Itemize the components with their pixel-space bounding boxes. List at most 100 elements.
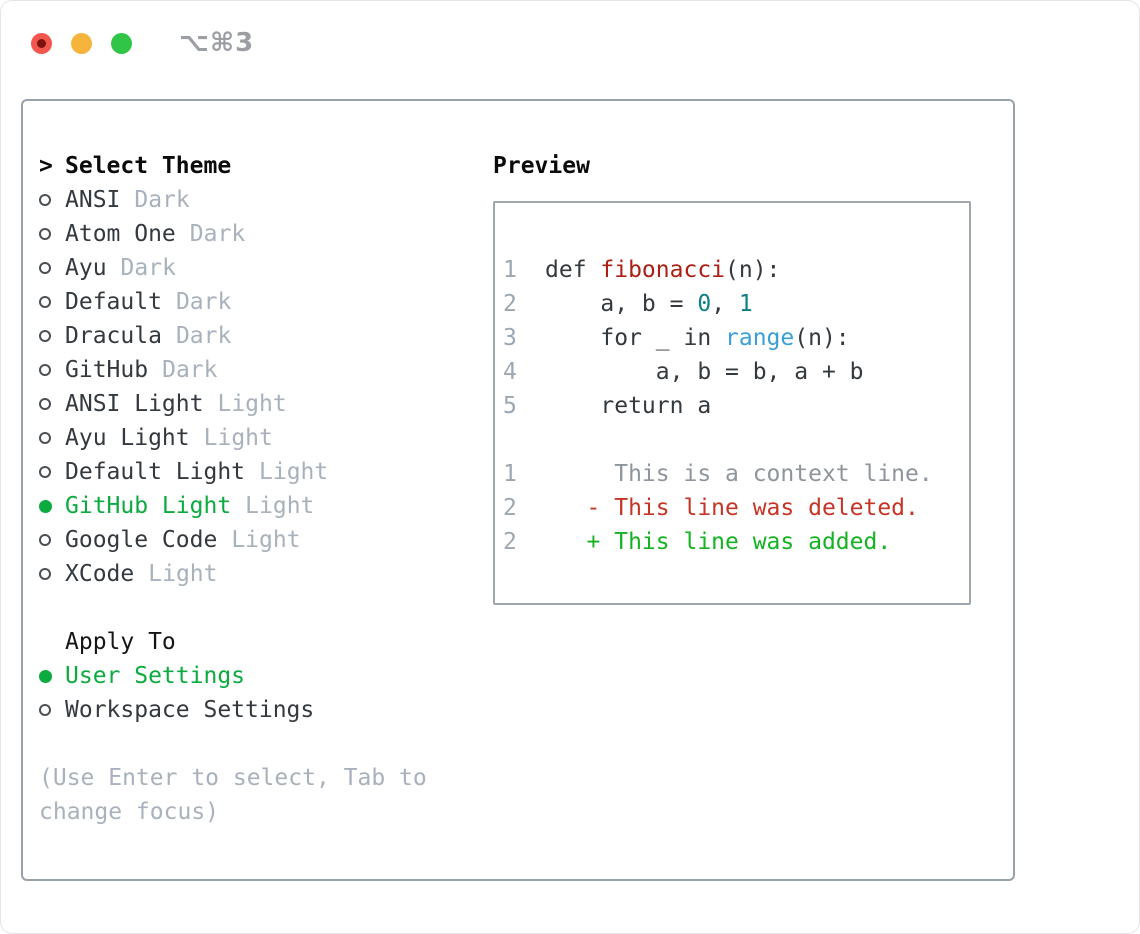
theme-option-dracula[interactable]: Dracula Dark: [39, 319, 493, 353]
radio-icon: [39, 364, 65, 376]
radio-selected-icon: [39, 669, 65, 683]
theme-variant-tag: Dark: [175, 323, 232, 349]
radio-icon: [39, 704, 65, 716]
line-number: 1: [503, 257, 517, 283]
apply-to-title: Apply To: [65, 629, 176, 655]
code-token: a, b =: [545, 291, 698, 317]
code-token: This is a context line.: [545, 461, 933, 487]
radio-icon: [39, 398, 65, 410]
radio-icon: [39, 466, 65, 478]
theme-name: Google Code: [65, 527, 218, 553]
theme-option-ayu-light[interactable]: Ayu Light Light: [39, 421, 493, 455]
line-number: 3: [503, 325, 517, 351]
theme-variant-tag: Dark: [134, 187, 190, 213]
theme-variant-tag: Dark: [162, 357, 218, 383]
code-token: def: [545, 257, 601, 283]
radio-icon: [39, 330, 65, 342]
radio-icon: [39, 262, 65, 274]
select-theme-header: > Select Theme: [39, 149, 493, 183]
minimize-button[interactable]: [71, 32, 92, 54]
code-line: [503, 423, 969, 457]
theme-name: XCode: [65, 561, 135, 587]
theme-variant-tag: Dark: [120, 255, 176, 281]
theme-name: Default Light: [65, 459, 246, 485]
theme-option-xcode[interactable]: XCode Light: [39, 557, 493, 591]
theme-name: ANSI: [65, 187, 121, 213]
code-line: 2 - This line was deleted.: [503, 491, 969, 525]
close-dot-icon: [37, 38, 46, 48]
theme-option-default[interactable]: Default Dark: [39, 285, 493, 319]
line-number: 2: [503, 495, 517, 521]
code-token: return a: [545, 393, 712, 419]
spacer-row: [39, 727, 493, 761]
code-line: 2 a, b = 0, 1: [503, 287, 969, 321]
apply-option-workspace-settings[interactable]: Workspace Settings: [39, 693, 493, 727]
theme-option-google-code[interactable]: Google Code Light: [39, 523, 493, 557]
code-token: + This line was added.: [545, 529, 892, 555]
radio-icon: [39, 568, 65, 580]
line-number: 4: [503, 359, 517, 385]
code-token: (n):: [725, 257, 781, 283]
zoom-button[interactable]: [111, 32, 132, 54]
code-token: (n):: [794, 325, 850, 351]
code-token: fibonacci: [600, 257, 726, 283]
theme-variant-tag: Light: [203, 425, 273, 451]
code-token: range: [725, 325, 795, 351]
radio-icon: [39, 296, 65, 308]
spacer-row: [39, 591, 493, 625]
help-text-line-2: change focus): [39, 799, 220, 825]
theme-name: Ayu: [65, 255, 107, 281]
radio-icon: [39, 432, 65, 444]
line-number: 2: [503, 529, 517, 555]
radio-icon: [39, 534, 65, 546]
line-number: 5: [503, 393, 517, 419]
theme-name: ANSI Light: [65, 391, 204, 417]
theme-variant-tag: Light: [245, 493, 315, 519]
theme-option-ansi[interactable]: ANSI Dark: [39, 183, 493, 217]
code-line: 5 return a: [503, 389, 969, 423]
theme-variant-tag: Dark: [175, 289, 232, 315]
line-number: 2: [503, 291, 517, 317]
theme-option-github[interactable]: GitHub Dark: [39, 353, 493, 387]
theme-variant-tag: Light: [148, 561, 218, 587]
apply-to-header: Apply To: [39, 625, 493, 659]
theme-name: Dracula: [65, 323, 162, 349]
close-button[interactable]: [31, 32, 52, 54]
theme-option-github-light[interactable]: GitHub Light Light: [39, 489, 493, 523]
theme-option-atom-one[interactable]: Atom One Dark: [39, 217, 493, 251]
code-token: ,: [711, 291, 739, 317]
code-line: 2 + This line was added.: [503, 525, 969, 559]
code-token: for _ in: [545, 325, 726, 351]
theme-name: Atom One: [65, 221, 176, 247]
radio-selected-icon: [39, 499, 65, 513]
theme-name: Default: [65, 289, 162, 315]
apply-option-user-settings[interactable]: User Settings: [39, 659, 493, 693]
radio-icon: [39, 228, 65, 240]
radio-icon: [39, 194, 65, 206]
theme-option-ayu[interactable]: Ayu Dark: [39, 251, 493, 285]
code-token: - This line was deleted.: [545, 495, 919, 521]
select-theme-title: Select Theme: [65, 153, 232, 179]
theme-name: GitHub: [65, 357, 149, 383]
theme-variant-tag: Light: [231, 527, 301, 553]
theme-option-ansi-light[interactable]: ANSI Light Light: [39, 387, 493, 421]
theme-variant-tag: Dark: [189, 221, 246, 247]
theme-name: Ayu Light: [65, 425, 190, 451]
code-token: a, b = b, a + b: [545, 359, 864, 385]
prompt-icon: >: [39, 153, 53, 179]
window-title: ⌥⌘3: [179, 28, 255, 58]
theme-variant-tag: Light: [217, 391, 287, 417]
code-line: 1 This is a context line.: [503, 457, 969, 491]
code-line: 3 for _ in range(n):: [503, 321, 969, 355]
theme-name: GitHub Light: [65, 493, 232, 519]
apply-option-label: User Settings: [65, 663, 246, 689]
code-line: 1 def fibonacci(n):: [503, 253, 969, 287]
